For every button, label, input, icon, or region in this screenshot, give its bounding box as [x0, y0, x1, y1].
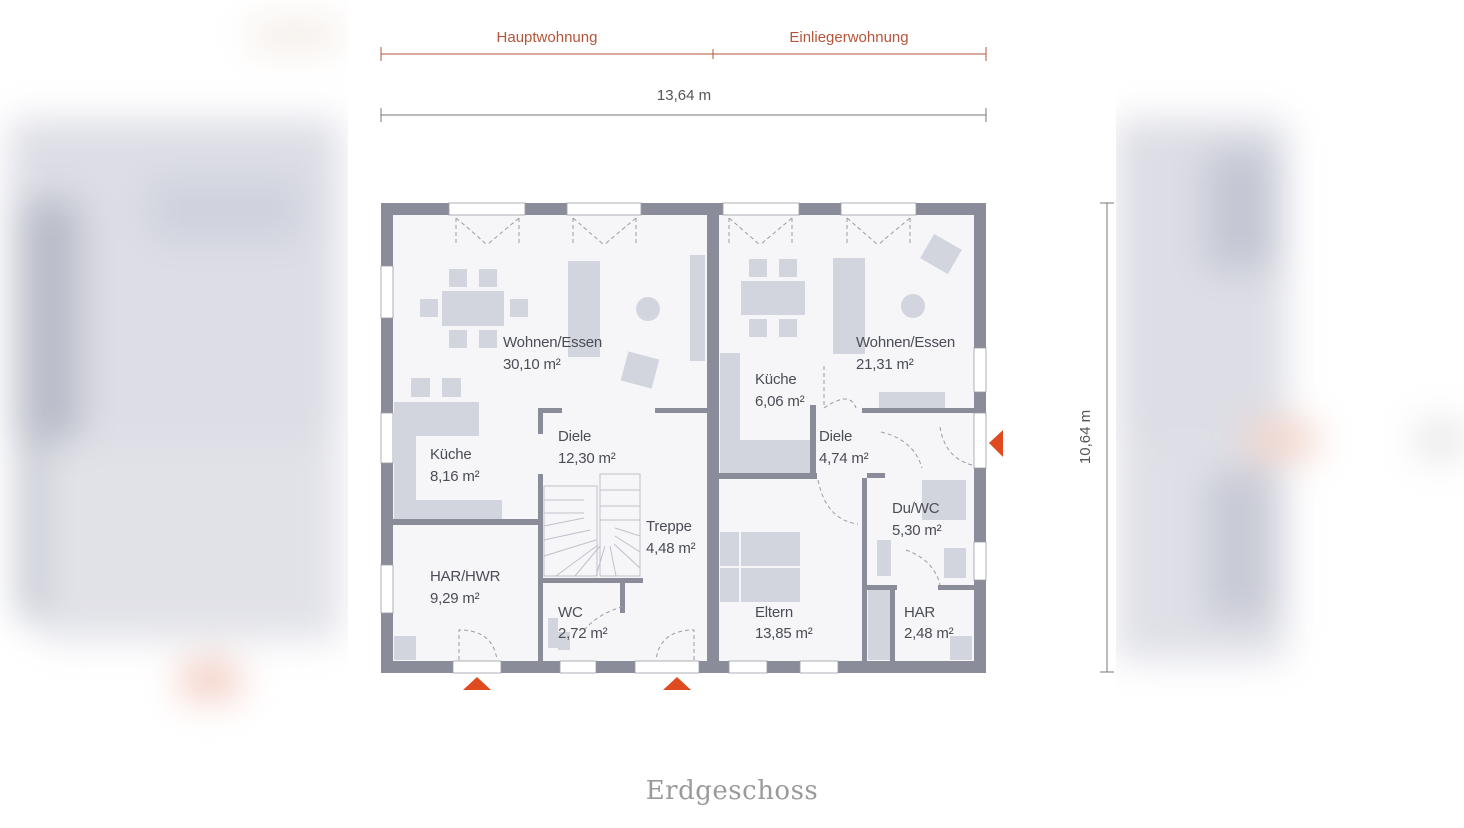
blurred-background-left	[0, 0, 348, 823]
windows	[380, 202, 987, 674]
floor-title: Erdgeschoss	[645, 776, 819, 806]
room-area-har-hwr: 9,29 m²	[430, 590, 480, 607]
staircase	[543, 473, 641, 577]
bed-detail	[720, 532, 800, 602]
room-name-diele-main: Diele	[558, 428, 591, 445]
room-area-eltern: 13,85 m²	[755, 625, 813, 642]
depth-dimension: 10,64 m	[1077, 202, 1114, 673]
room-area-treppe: 4,48 m²	[646, 540, 696, 557]
room-name-wc: WC	[558, 604, 583, 621]
room-area-wohnen-essen-main: 30,10 m²	[503, 356, 561, 373]
room-area-kueche-main: 8,16 m²	[430, 468, 480, 485]
entrance-arrow-icon	[989, 430, 1003, 457]
room-name-har: HAR	[904, 604, 935, 621]
room-area-diele-main: 12,30 m²	[558, 450, 616, 467]
room-name-diele-einlieger: Diele	[819, 428, 852, 445]
depth-label: 10,64 m	[1077, 410, 1094, 464]
room-name-eltern: Eltern	[755, 604, 793, 621]
room-name-treppe: Treppe	[646, 518, 692, 535]
room-area-du-wc: 5,30 m²	[892, 522, 942, 539]
width-label: 13,64 m	[657, 87, 711, 104]
room-area-har: 2,48 m²	[904, 625, 954, 642]
width-dimension: 13,64 m	[380, 87, 987, 122]
door-swings	[455, 217, 973, 661]
room-name-kueche-main: Küche	[430, 446, 472, 463]
room-labels: Wohnen/Essen 30,10 m² Küche 8,16 m² Diel…	[430, 334, 955, 642]
floor-plan: Hauptwohnung Einliegerwohnung 13,64 m 10…	[380, 29, 1114, 690]
entrance-markers	[463, 430, 1003, 690]
room-area-kueche-einlieger: 6,06 m²	[755, 393, 805, 410]
furniture	[394, 233, 972, 660]
section-label-hauptwohnung: Hauptwohnung	[497, 29, 598, 46]
entrance-arrow-icon	[663, 677, 691, 690]
room-name-kueche-einlieger: Küche	[755, 371, 797, 388]
room-area-wohnen-essen-einlieger: 21,31 m²	[856, 356, 914, 373]
floor-plan-stage: Hauptwohnung Einliegerwohnung 13,64 m 10…	[348, 0, 1116, 823]
room-name-har-hwr: HAR/HWR	[430, 568, 501, 585]
section-dimension: Hauptwohnung Einliegerwohnung	[380, 29, 987, 61]
room-name-du-wc: Du/WC	[892, 500, 940, 517]
blurred-background-right	[1116, 0, 1464, 823]
section-label-einliegerwohnung: Einliegerwohnung	[789, 29, 908, 46]
room-area-wc: 2,72 m²	[558, 625, 608, 642]
room-area-diele-einlieger: 4,74 m²	[819, 450, 869, 467]
room-name-wohnen-essen-main: Wohnen/Essen	[503, 334, 602, 351]
room-name-wohnen-essen-einlieger: Wohnen/Essen	[856, 334, 955, 351]
entrance-arrow-icon	[463, 677, 491, 690]
